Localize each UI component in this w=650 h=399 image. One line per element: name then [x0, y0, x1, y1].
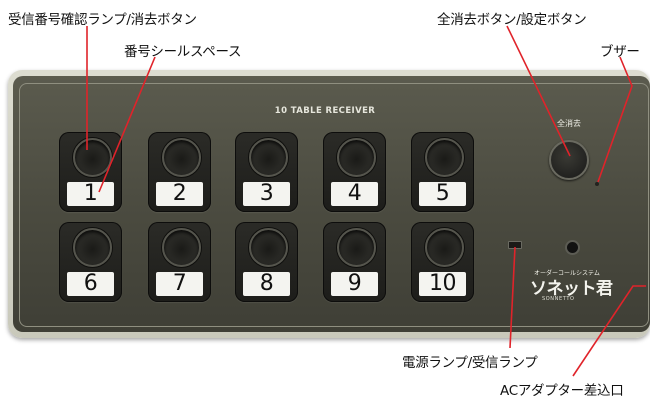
callout-lamp-clear-button: 受信番号確認ランプ/消去ボタン: [8, 12, 197, 28]
receive-lamp[interactable]: [337, 138, 376, 177]
all-clear-button[interactable]: [549, 140, 589, 180]
number-seal: 5: [419, 182, 466, 206]
receive-lamp[interactable]: [425, 228, 464, 267]
panel-border: [19, 83, 649, 327]
table-button-3[interactable]: 3: [235, 132, 298, 212]
table-button-8[interactable]: 8: [235, 222, 298, 302]
callout-buzzer: ブザー: [600, 44, 640, 60]
receive-lamp[interactable]: [249, 228, 288, 267]
receive-lamp[interactable]: [249, 138, 288, 177]
callout-number-seal-space: 番号シールスペース: [124, 44, 242, 60]
number-seal: 1: [67, 182, 114, 206]
callout-ac-adapter-jack: ACアダプター差込口: [500, 383, 624, 399]
number-seal: 10: [419, 272, 466, 296]
table-button-2[interactable]: 2: [148, 132, 211, 212]
all-clear-label: 全消去: [557, 119, 581, 128]
table-button-6[interactable]: 6: [59, 222, 122, 302]
panel-title: 10 TABLE RECEIVER: [274, 106, 376, 116]
table-button-5[interactable]: 5: [411, 132, 474, 212]
receive-lamp[interactable]: [162, 138, 201, 177]
number-seal: 4: [331, 182, 378, 206]
receive-lamp[interactable]: [337, 228, 376, 267]
table-button-1[interactable]: 1: [59, 132, 122, 212]
number-seal: 3: [243, 182, 290, 206]
buzzer-hole: [595, 182, 599, 186]
ac-adapter-jack[interactable]: [565, 240, 580, 255]
number-seal: 2: [156, 182, 203, 206]
table-button-9[interactable]: 9: [323, 222, 386, 302]
callout-power-receive-lamp: 電源ランプ/受信ランプ: [402, 355, 538, 371]
receive-lamp[interactable]: [162, 228, 201, 267]
number-seal: 7: [156, 272, 203, 296]
table-button-4[interactable]: 4: [323, 132, 386, 212]
power-lamp: [508, 241, 522, 249]
number-seal: 6: [67, 272, 114, 296]
number-seal: 9: [331, 272, 378, 296]
receive-lamp[interactable]: [425, 138, 464, 177]
table-button-10[interactable]: 10: [411, 222, 474, 302]
table-button-7[interactable]: 7: [148, 222, 211, 302]
brand-logo: オーダーコールシステム ソネット君 SONNETTO: [524, 268, 634, 312]
logo-tagline: オーダーコールシステム: [534, 270, 600, 277]
logo-sub: SONNETTO: [542, 296, 575, 302]
number-seal: 8: [243, 272, 290, 296]
receive-lamp[interactable]: [73, 228, 112, 267]
receive-lamp[interactable]: [73, 138, 112, 177]
callout-all-clear-setting-button: 全消去ボタン/設定ボタン: [437, 12, 587, 28]
